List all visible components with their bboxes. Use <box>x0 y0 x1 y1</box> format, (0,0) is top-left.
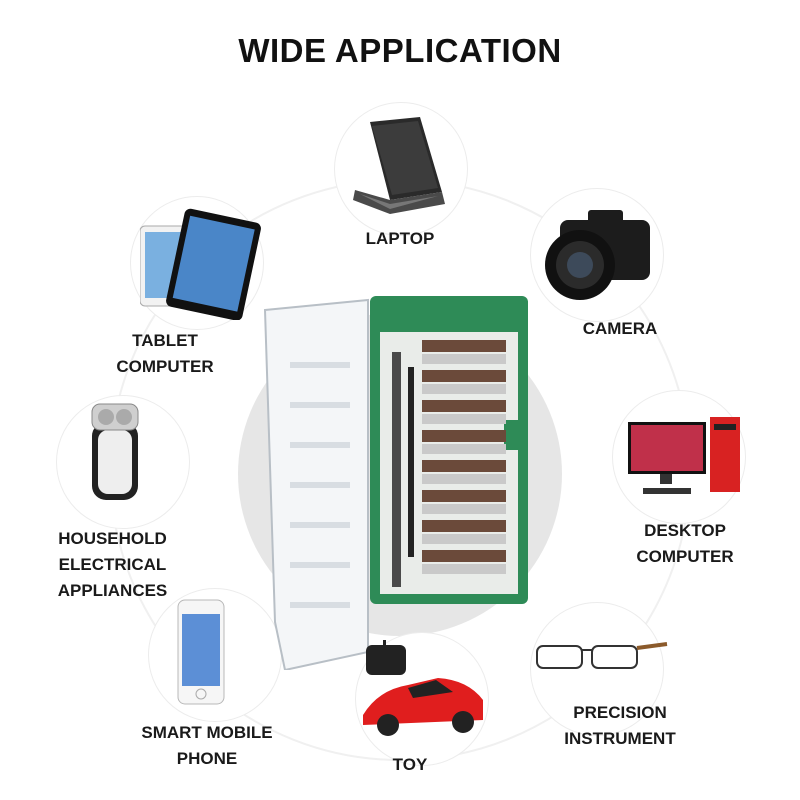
label-household-electrical-appliances: HOUSEHOLD ELECTRICAL APPLIANCES <box>57 529 168 600</box>
shaver-image <box>91 403 139 500</box>
screwdriver-kit-image <box>263 296 528 670</box>
label-camera: CAMERA <box>582 319 658 338</box>
desktop-image <box>628 417 740 494</box>
label-precision-instrument: PRECISION INSTRUMENT <box>564 703 676 748</box>
glasses-image <box>536 642 668 669</box>
phone-image <box>177 599 225 705</box>
page-title: WIDE APPLICATION <box>238 32 562 69</box>
label-desktop-computer: DESKTOP COMPUTER <box>636 521 734 566</box>
label-smart-mobile-phone: SMART MOBILE PHONE <box>141 723 273 768</box>
label-tablet-computer: TABLET COMPUTER <box>116 331 214 376</box>
label-toy: TOY <box>392 755 428 774</box>
toy-car-image <box>363 640 483 736</box>
camera-image <box>545 210 650 300</box>
label-laptop: LAPTOP <box>365 229 435 248</box>
tablet-image <box>140 208 261 320</box>
laptop-image <box>353 117 445 214</box>
